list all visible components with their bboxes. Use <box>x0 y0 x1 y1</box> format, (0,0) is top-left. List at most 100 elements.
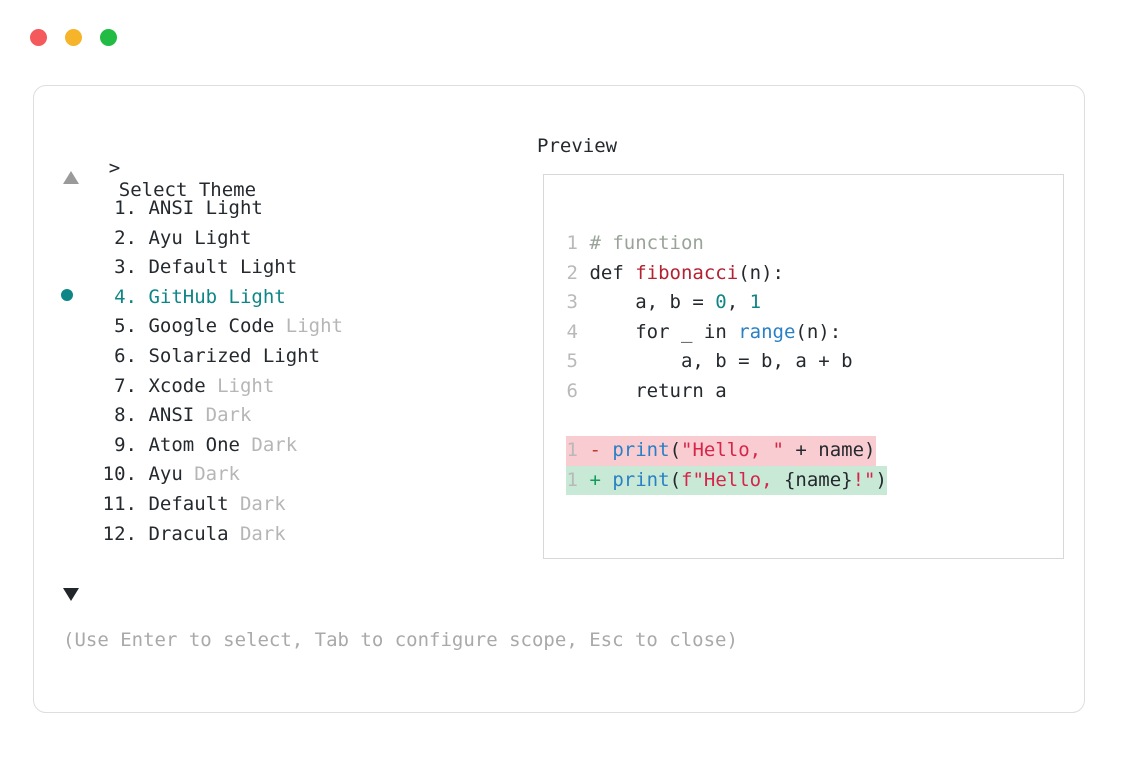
maximize-dot[interactable] <box>100 29 117 46</box>
code-blank-line <box>566 407 887 437</box>
code-line: 2 def fibonacci(n): <box>566 259 887 289</box>
theme-item-name: Ayu <box>148 226 183 249</box>
code-token <box>589 380 635 402</box>
theme-item-variant: Light <box>205 197 263 219</box>
keyword-token: for <box>635 320 670 343</box>
line-number: 5 <box>566 350 578 373</box>
code-token <box>578 350 589 372</box>
theme-list-item[interactable]: 9. Atom One Dark <box>61 431 501 461</box>
code-token <box>578 469 589 491</box>
theme-item-number: 9. <box>114 433 137 456</box>
code-token <box>589 321 635 343</box>
code-line: 6 return a <box>566 377 887 407</box>
diff-addition-row: 1 + print(f"Hello, {name}!") <box>566 465 887 496</box>
theme-item-number: 7. <box>114 374 137 397</box>
scroll-down-arrow-icon[interactable] <box>63 588 79 601</box>
line-number: 6 <box>566 379 578 402</box>
theme-item-variant: Light <box>285 315 343 338</box>
scroll-up-arrow-icon[interactable] <box>63 171 79 184</box>
code-token: (n): <box>795 320 842 343</box>
theme-list-item[interactable]: 5. Google Code Light <box>61 312 501 342</box>
code-token: a, b = <box>589 291 716 314</box>
theme-item-number: 1. <box>114 197 137 219</box>
theme-item-variant: Light <box>217 374 275 397</box>
function-name-token: fibonacci <box>635 261 739 284</box>
theme-list-item[interactable]: 7. Xcode Light <box>61 372 501 402</box>
theme-item-number: 8. <box>114 404 137 427</box>
theme-item-variant: Light <box>194 226 252 249</box>
theme-item-number: 5. <box>114 315 137 338</box>
builtin-token: print <box>612 468 670 491</box>
theme-item-number: 6. <box>114 344 137 367</box>
theme-list-item[interactable]: 1. ANSI Light <box>61 194 501 224</box>
code-token <box>578 321 589 343</box>
line-number: 1 <box>566 232 578 254</box>
close-dot[interactable] <box>30 29 47 46</box>
code-token: ) <box>864 439 876 462</box>
code-token <box>578 439 589 461</box>
theme-list-item[interactable]: 8. ANSI Dark <box>61 401 501 431</box>
theme-item-variant: Dark <box>239 492 286 515</box>
code-token <box>601 439 612 461</box>
theme-item-name: ANSI <box>148 197 195 219</box>
theme-item-variant: Dark <box>194 463 240 486</box>
theme-list-item[interactable]: 2. Ayu Light <box>61 224 501 254</box>
code-token: + name <box>783 439 865 462</box>
prompt-marker: > <box>108 157 121 179</box>
theme-item-number: 12. <box>102 522 137 545</box>
theme-item-variant: Light <box>239 256 298 279</box>
code-diff-line: 1 + print(f"Hello, {name}!") <box>566 465 887 496</box>
theme-item-name: GitHub <box>148 285 218 308</box>
number-token: 1 <box>749 291 762 314</box>
theme-item-number: 4. <box>114 285 137 308</box>
code-token: ) <box>875 468 887 491</box>
theme-item-name: Google Code <box>148 315 275 338</box>
preview-header: Preview <box>537 135 618 157</box>
theme-list-item[interactable]: 6. Solarized Light <box>61 342 501 372</box>
code-line: 1 # function <box>566 229 887 259</box>
selected-bullet-icon <box>61 289 73 302</box>
theme-list-item[interactable]: 4. GitHub Light <box>61 283 501 313</box>
theme-list-item[interactable]: 11. Default Dark <box>61 490 501 520</box>
number-token: 0 <box>715 291 727 314</box>
theme-item-name: ANSI <box>148 404 195 427</box>
theme-item-number: 3. <box>114 256 137 279</box>
code-token <box>578 262 589 284</box>
code-token: a <box>703 379 727 402</box>
diff-plus-sign: + <box>589 468 601 491</box>
diff-deletion-row: 1 - print("Hello, " + name) <box>566 436 876 466</box>
theme-item-name: Dracula <box>148 522 229 545</box>
string-token: !" <box>852 468 876 491</box>
line-number: 1 <box>566 468 578 491</box>
theme-item-variant: Dark <box>251 433 298 456</box>
keyword-token: in <box>703 320 727 343</box>
window-traffic-lights <box>30 29 117 46</box>
theme-item-name: Ayu <box>148 463 183 486</box>
theme-item-name: Solarized <box>148 344 252 367</box>
string-token: f"Hello, <box>681 468 784 491</box>
code-diff-line: 1 - print("Hello, " + name) <box>566 436 887 466</box>
code-token <box>578 232 589 254</box>
theme-item-name: Default <box>148 256 229 279</box>
theme-item-name: Atom One <box>148 433 240 456</box>
code-line: 3 a, b = 0, 1 <box>566 288 887 318</box>
minimize-dot[interactable] <box>65 29 82 46</box>
code-token <box>727 321 738 343</box>
theme-item-variant: Dark <box>205 404 252 427</box>
theme-item-variant: Light <box>262 344 321 367</box>
code-token <box>578 380 589 402</box>
keyboard-hint: (Use Enter to select, Tab to configure s… <box>63 629 738 651</box>
line-number: 3 <box>566 291 578 314</box>
code-line: 4 for _ in range(n): <box>566 318 887 348</box>
interpolation-token: {name} <box>783 468 853 491</box>
theme-list-item[interactable]: 12. Dracula Dark <box>61 520 501 550</box>
theme-list-item[interactable]: 10. Ayu Dark <box>61 460 501 490</box>
theme-item-variant: Dark <box>239 522 286 545</box>
page-title: > Select Theme <box>63 135 256 223</box>
theme-item-name: Xcode <box>148 374 206 397</box>
theme-list-item[interactable]: 3. Default Light <box>61 253 501 283</box>
code-line: 5 a, b = b, a + b <box>566 347 887 377</box>
